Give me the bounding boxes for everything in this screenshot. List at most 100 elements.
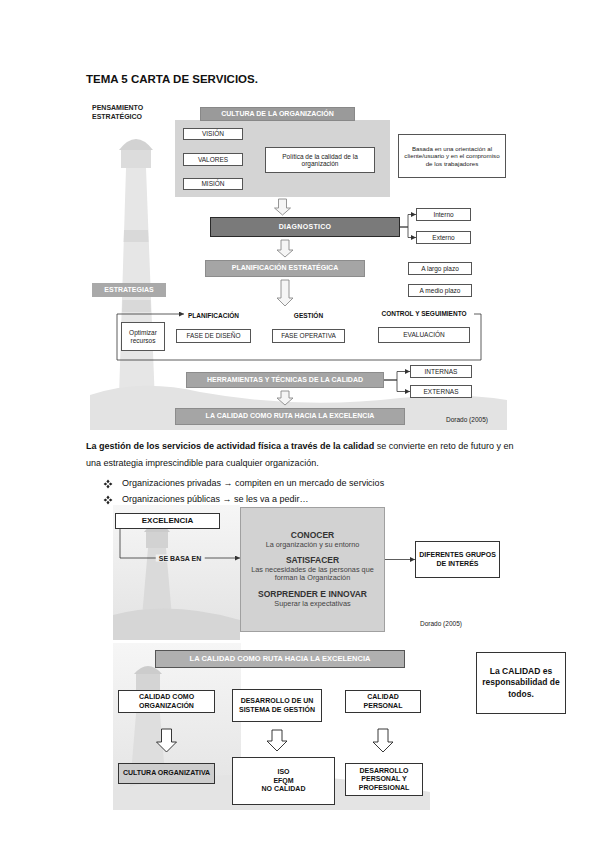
node-text: A largo plazo	[421, 265, 459, 272]
option-box: A medio plazo	[408, 284, 472, 297]
node-text: VALORES	[198, 156, 228, 163]
process-box: CALIDAD PERSONAL	[345, 690, 421, 713]
connector-arrow	[385, 559, 415, 560]
process-box: CALIDAD COMO ORGANIZACIÓN	[118, 690, 215, 713]
node-text: MISIÓN	[201, 180, 224, 187]
content-box: CONOCERLa organización y su entornoSATIS…	[240, 507, 385, 632]
process-bar: LA CALIDAD COMO RUTA HACIA LA EXCELENCIA	[175, 408, 405, 425]
node-text: EXTERNAS	[423, 388, 458, 395]
source-note: Dorado (2005)	[446, 416, 488, 423]
connector-arrow	[384, 372, 410, 381]
node-text: ESTRATEGIAS	[104, 286, 153, 294]
edge-label: SE BASA EN	[156, 555, 205, 562]
node-text: DESARROLLO PERSONAL Y PROFESIONAL	[348, 767, 420, 792]
node-text: CULTURA ORGANIZATIVA	[123, 769, 210, 777]
process-box: CULTURA ORGANIZATIVA	[118, 763, 215, 784]
node-text: La CALIDAD es responsabilidad de todos.	[479, 666, 563, 699]
node-text: INTERNAS	[425, 368, 458, 375]
cycle-loop-line	[117, 314, 481, 360]
block-arrow	[277, 391, 293, 405]
node-text: DESARROLLO DE UN SISTEMA DE GESTIÓN	[235, 697, 319, 714]
node-text: CONOCER	[291, 531, 334, 541]
connector-arrow	[400, 227, 416, 238]
paragraph-text: La gestión de los servicios de actividad…	[86, 441, 374, 451]
process-box: DESARROLLO DE UN SISTEMA DE GESTIÓN	[232, 689, 322, 722]
hollow-arrow	[277, 280, 293, 306]
process-bar: PLANIFICACIÓN ESTRATÉGICA	[205, 260, 365, 277]
bullet-text: Organizaciones públicas → se les va a pe…	[122, 493, 309, 506]
node-text: HERRAMIENTAS Y TÉCNICAS DE LA CALIDAD	[207, 376, 363, 384]
lighthouse-illustration	[113, 505, 240, 640]
process-box: EXCELENCIA	[115, 513, 220, 529]
body-paragraph: La gestión de los servicios de actividad…	[86, 438, 518, 472]
policy-box: Política de la calidad de la organizació…	[265, 147, 375, 173]
node-text: Las necesidades de las personas que form…	[244, 566, 381, 583]
section-label: PENSAMIENTO ESTRATÉGICO	[92, 104, 158, 121]
process-box: DESARROLLO PERSONAL Y PROFESIONAL	[345, 763, 423, 796]
node-text: CONTROL Y SEGUIMIENTO	[381, 310, 466, 317]
node-text: Interno	[433, 211, 453, 218]
value-box: VISIÓN	[183, 128, 243, 140]
node-text: SORPRENDER E INNOVAR	[258, 590, 367, 600]
node-text: VISIÓN	[202, 130, 224, 137]
phase-box: PLANIFICACIÓNFASE DE DISEÑO	[176, 329, 251, 343]
connector-arrow	[400, 215, 416, 228]
node-text: EXCELENCIA	[142, 516, 194, 526]
process-bar: LA CALIDAD COMO RUTA HACIA LA EXCELENCIA	[155, 650, 405, 668]
block-arrow	[157, 729, 177, 752]
node-text: Externo	[432, 234, 454, 241]
option-box: INTERNAS	[410, 365, 472, 378]
process-box: ISOEFQMNO CALIDAD	[232, 757, 335, 805]
source-note: Dorado (2005)	[420, 620, 462, 627]
node-text: A medio plazo	[420, 287, 461, 294]
node-text: CULTURA DE LA ORGANIZACIÓN	[200, 107, 355, 121]
node-text: DIAGNOSTICO	[279, 223, 332, 231]
block-arrow	[277, 240, 293, 257]
bullet-text: Organizaciones privadas → compiten en un…	[122, 477, 384, 490]
node-text: Superar la expectativas	[274, 600, 350, 608]
node-text: La organización y su entorno	[266, 541, 360, 549]
phase-box: GESTIÓNFASE OPERATIVA	[272, 329, 345, 343]
node-text: PLANIFICACIÓN ESTRATÉGICA	[232, 264, 338, 272]
node-text: LA CALIDAD COMO RUTA HACIA LA EXCELENCIA	[190, 655, 371, 664]
option-box: Externo	[416, 231, 471, 244]
process-box: DIFERENTES GRUPOS DE INTERÉS	[415, 541, 500, 578]
bullet-symbol	[104, 480, 113, 505]
culture-panel: CULTURA DE LA ORGANIZACIÓN VISIÓN VALORES P…	[175, 107, 390, 197]
node-text: Política de la calidad de la organizació…	[268, 153, 372, 168]
node-text: EFQM	[273, 777, 293, 785]
phase-box: CONTROL Y SEGUIMIENTOEVALUACIÓN	[378, 327, 470, 343]
node-text: NO CALIDAD	[262, 785, 306, 793]
block-arrow	[267, 730, 287, 751]
node-text: EVALUACIÓN	[403, 331, 444, 338]
block-arrow	[275, 199, 291, 215]
option-box: Interno	[416, 208, 471, 221]
process-box: Optimizar recursos	[121, 322, 165, 351]
page-title: TEMA 5 CARTA DE SERVICIOS.	[86, 73, 258, 85]
process-bar: DIAGNOSTICO	[210, 217, 400, 237]
node-text: CALIDAD COMO ORGANIZACIÓN	[121, 693, 212, 710]
note-box: Basada en una orientación al cliente/usu…	[398, 134, 506, 178]
node-text: LA CALIDAD COMO RUTA HACIA LA EXCELENCIA	[206, 412, 375, 420]
node-text: SATISFACER	[286, 556, 339, 566]
node-text: Optimizar recursos	[124, 329, 162, 344]
node-text: GESTIÓN	[294, 312, 323, 319]
node-text: Basada en una orientación al cliente/usu…	[401, 145, 503, 166]
block-arrow	[373, 729, 393, 752]
value-box: MISIÓN	[183, 178, 243, 190]
node-text: FASE DE DISEÑO	[186, 332, 240, 339]
node-text: PLANIFICACIÓN	[188, 312, 239, 319]
node-text: CALIDAD PERSONAL	[348, 693, 418, 710]
node-text: DIFERENTES GRUPOS DE INTERÉS	[418, 551, 497, 568]
section-band: ESTRATEGIAS	[92, 283, 166, 297]
note-box: La CALIDAD es responsabilidad de todos.	[476, 652, 566, 714]
connector-arrow	[384, 380, 410, 392]
process-bar: HERRAMIENTAS Y TÉCNICAS DE LA CALIDAD	[186, 372, 384, 388]
node-text: ISO	[277, 768, 289, 776]
value-box: VALORES	[183, 153, 243, 166]
option-box: A largo plazo	[408, 262, 472, 275]
lighthouse-illustration	[113, 643, 430, 810]
node-text: FASE OPERATIVA	[281, 332, 336, 339]
option-box: EXTERNAS	[410, 385, 472, 398]
